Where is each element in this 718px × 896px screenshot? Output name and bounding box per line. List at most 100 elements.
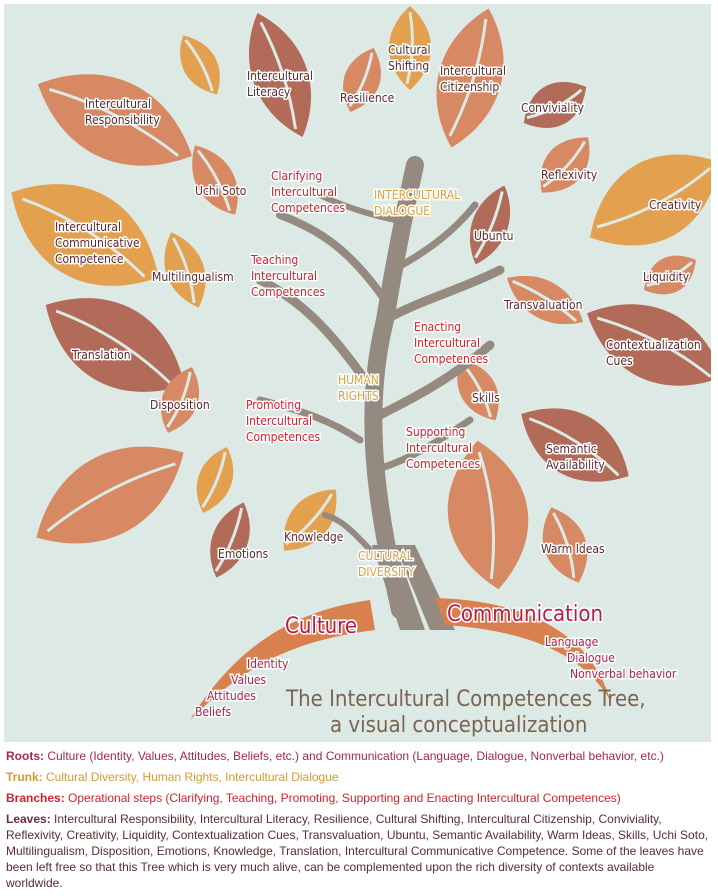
- leaf-shape: [164, 232, 206, 308]
- leaf-shape: [389, 6, 431, 90]
- leaf-shape: [540, 137, 590, 193]
- trunk-label-rights: HUMAN: [338, 373, 379, 387]
- leaf-shape: [196, 447, 234, 513]
- root-culture: Culture: [285, 614, 357, 639]
- roots-label: Roots:: [6, 749, 44, 763]
- trunk-label-diversity: DIVERSITY: [358, 565, 415, 579]
- branch-label-supporting: Competences: [406, 457, 480, 471]
- branch-label-supporting: Intercultural: [406, 441, 472, 455]
- trunk-label-dialogue: DIALOGUE: [374, 204, 430, 218]
- leaf-label-skills: Skills: [472, 391, 500, 405]
- leaf-label-shifting: Cultural: [388, 43, 431, 57]
- leaf-label-semantic: Availability: [546, 458, 605, 472]
- trunk: [255, 156, 505, 619]
- leaf-shape: [447, 440, 529, 590]
- root-communication: Communication: [447, 602, 603, 627]
- branch-label-enacting: Intercultural: [414, 336, 480, 350]
- leaf-label-ubuntu: Ubuntu: [474, 229, 514, 243]
- leaf-label-reflexivity: Reflexivity: [541, 168, 598, 182]
- branch-label-teaching: Intercultural: [251, 269, 317, 283]
- leaf-label-icc: Intercultural: [55, 220, 121, 234]
- branches-label: Branches:: [6, 791, 65, 805]
- leaf-shape: [521, 408, 629, 482]
- branch-label-enacting: Competences: [414, 352, 488, 366]
- diagram-subtitle: a visual conceptualization: [330, 713, 587, 738]
- leaf-label-contextualization: Cues: [606, 354, 633, 368]
- leaf-shape: [180, 35, 220, 95]
- leaf-shape: [587, 304, 718, 386]
- leaf-label-emotions: Emotions: [218, 547, 269, 561]
- culture-item: Beliefs: [195, 705, 231, 719]
- leaf-shape: [210, 502, 250, 578]
- leaf-label-contextualization: Contextualization: [606, 338, 701, 352]
- trunk-text: Cultural Diversity, Human Rights, Interc…: [42, 770, 339, 784]
- leaves-text: Intercultural Responsibility, Intercultu…: [6, 812, 709, 890]
- leaf-label-conviviality: Conviviality: [521, 101, 585, 115]
- leaf-shape: [506, 275, 584, 325]
- caption-branches: Branches: Operational steps (Clarifying,…: [6, 790, 712, 806]
- branch-label-teaching: Competences: [251, 285, 325, 299]
- culture-item: Attitudes: [207, 689, 256, 703]
- caption-roots: Roots: Culture (Identity, Values, Attitu…: [6, 748, 712, 764]
- leaf-shape: [36, 446, 184, 544]
- leaves-label: Leaves:: [6, 812, 51, 826]
- leaf-label-citizenship: Citizenship: [440, 80, 499, 94]
- leaf-label-semantic: Semantic: [546, 442, 597, 456]
- leaf-shape: [37, 74, 193, 166]
- leaf-shape: [249, 12, 311, 138]
- branch-label-promoting: Intercultural: [246, 414, 312, 428]
- branch-label-enacting: Enacting: [414, 320, 461, 334]
- leaf-shape: [644, 255, 696, 295]
- branch-label-teaching: Teaching: [250, 253, 298, 267]
- leaf-shape: [436, 8, 504, 148]
- caption-trunk: Trunk: Cultural Diversity, Human Rights,…: [6, 769, 712, 785]
- leaf-label-multilingualism: Multilingualism: [152, 270, 234, 284]
- diagram-title: The Intercultural Competences Tree,: [285, 687, 646, 712]
- branch-label-promoting: Promoting: [246, 398, 301, 412]
- branch-label-clarifying: Intercultural: [271, 185, 337, 199]
- caption-leaves: Leaves: Intercultural Responsibility, In…: [6, 811, 712, 891]
- leaf-shape: [542, 507, 588, 583]
- communication-item: Language: [545, 635, 599, 649]
- leaf-label-translation: Translation: [71, 348, 131, 362]
- leaf-shape: [160, 367, 200, 433]
- trunk-label-rights: RIGHTS: [338, 389, 379, 403]
- leaf-label-responsibility: Responsibility: [85, 113, 160, 127]
- leaf-label-liquidity: Liquidity: [643, 270, 690, 284]
- leaf-label-resilience: Resilience: [340, 91, 395, 105]
- leaf-shape: [523, 82, 587, 128]
- leaf-label-citizenship: Intercultural: [440, 64, 506, 78]
- leaf-shape: [11, 184, 159, 286]
- leaf-shape: [192, 145, 238, 215]
- branch-label-clarifying: Competences: [271, 201, 345, 215]
- leaf-label-disposition: Disposition: [150, 398, 210, 412]
- leaf-shape: [283, 489, 337, 551]
- branches-text: Operational steps (Clarifying, Teaching,…: [64, 791, 621, 805]
- leaf-label-icc: Communicative: [55, 236, 140, 250]
- branch-label-clarifying: Clarifying: [271, 169, 322, 183]
- leaf-shape: [343, 48, 381, 112]
- roots: [190, 598, 610, 720]
- trunk-label-diversity: CULTURAL: [358, 549, 413, 563]
- leaf-label-literacy: Literacy: [247, 85, 291, 99]
- branch-label-promoting: Competences: [246, 430, 320, 444]
- leaf-label-shifting: Shifting: [388, 59, 429, 73]
- culture-item: Identity: [247, 657, 289, 671]
- tree-svg: InterculturalResponsibilityIntercultural…: [11, 6, 718, 738]
- leaf-label-knowledge: Knowledge: [284, 530, 344, 544]
- trunk-label-dialogue: INTERCULTURAL: [374, 188, 460, 202]
- leaf-shape: [590, 154, 718, 246]
- culture-item: Values: [231, 673, 267, 687]
- leaf-label-uchi: Uchi Soto: [195, 184, 247, 198]
- leaf-label-literacy: Intercultural: [247, 69, 313, 83]
- leaf-shape: [45, 298, 185, 392]
- leaf-label-responsibility: Intercultural: [85, 97, 151, 111]
- leaf-shape: [469, 185, 511, 265]
- leaf-label-transvaluation: Transvaluation: [503, 298, 583, 312]
- communication-item: Dialogue: [567, 651, 615, 665]
- leaf-label-icc: Competence: [55, 252, 124, 266]
- branch-label-supporting: Supporting: [406, 425, 465, 439]
- leaf-label-warm: Warm Ideas: [541, 542, 605, 556]
- leaf-label-creativity: Creativity: [649, 198, 702, 212]
